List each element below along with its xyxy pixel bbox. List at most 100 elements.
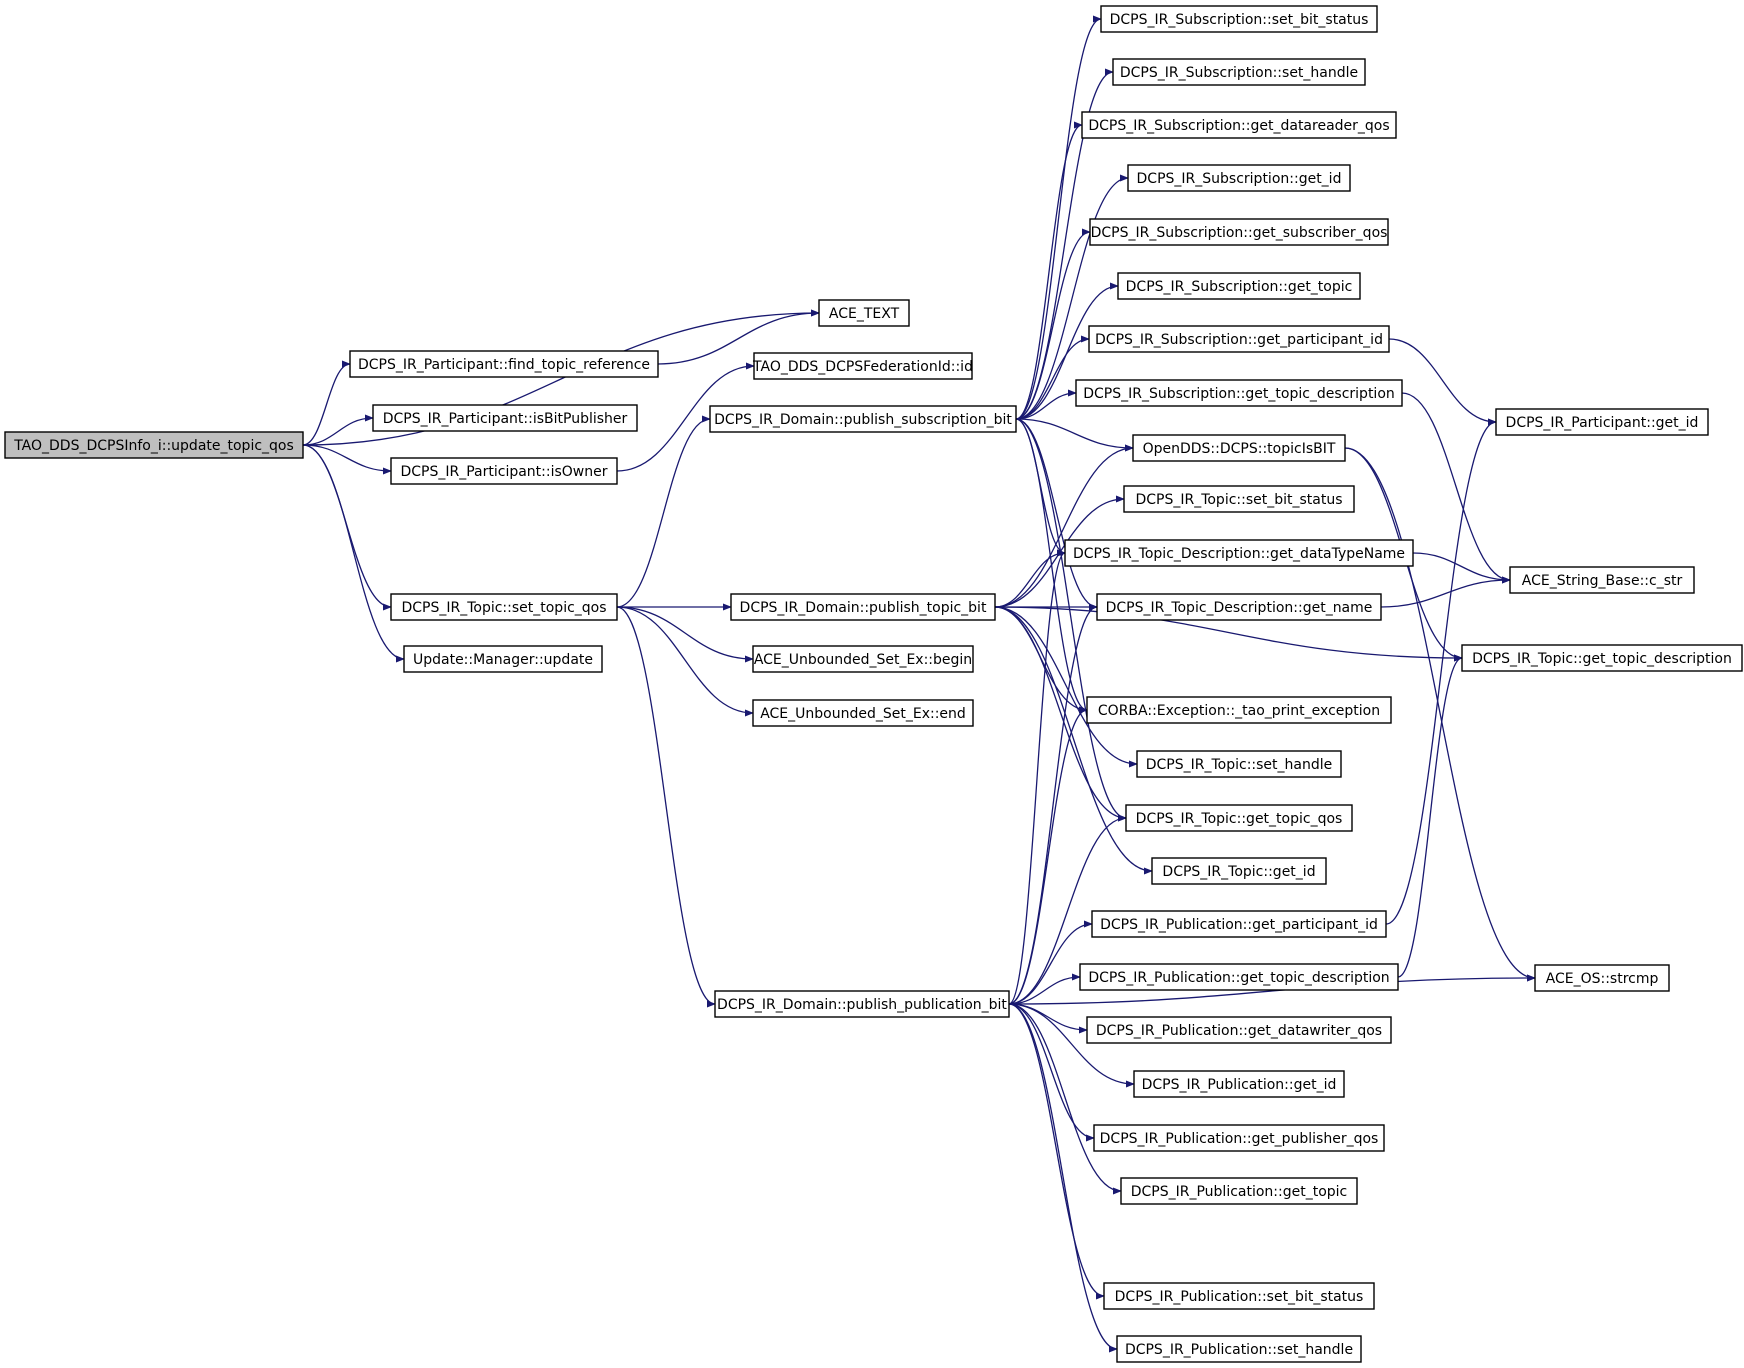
node-n11[interactable]: ACE_Unbounded_Set_Ex::end bbox=[752, 699, 974, 727]
node-n31[interactable]: DCPS_IR_Publication::get_datawriter_qos bbox=[1086, 1016, 1392, 1044]
node-n39[interactable]: DCPS_IR_Topic::get_topic_description bbox=[1461, 644, 1743, 672]
node-box[interactable] bbox=[1064, 539, 1414, 567]
node-n28[interactable]: DCPS_IR_Topic::get_id bbox=[1151, 857, 1327, 885]
node-n21[interactable]: OpenDDS::DCPS::topicIsBIT bbox=[1132, 434, 1346, 462]
node-n33[interactable]: DCPS_IR_Publication::get_publisher_qos bbox=[1093, 1124, 1385, 1152]
node-box[interactable] bbox=[1495, 408, 1709, 436]
node-n30[interactable]: DCPS_IR_Publication::get_topic_descripti… bbox=[1079, 963, 1399, 991]
node-box[interactable] bbox=[390, 457, 618, 485]
node-n5[interactable]: DCPS_IR_Topic::set_topic_qos bbox=[390, 593, 618, 621]
edge-n12-to-n35 bbox=[1008, 1003, 1105, 1300]
node-label: ACE_TEXT bbox=[829, 306, 900, 322]
node-n29[interactable]: DCPS_IR_Publication::get_participant_id bbox=[1091, 910, 1387, 938]
node-box[interactable] bbox=[372, 404, 638, 432]
node-n35[interactable]: DCPS_IR_Publication::set_bit_status bbox=[1103, 1282, 1375, 1310]
node-n40[interactable]: ACE_OS::strcmp bbox=[1534, 964, 1670, 992]
node-label: DCPS_IR_Topic::get_topic_qos bbox=[1136, 811, 1343, 827]
node-n9[interactable]: DCPS_IR_Domain::publish_topic_bit bbox=[730, 593, 996, 621]
node-n12[interactable]: DCPS_IR_Domain::publish_publication_bit bbox=[714, 990, 1010, 1018]
node-n1[interactable]: ACE_TEXT bbox=[818, 299, 910, 327]
node-box[interactable] bbox=[1086, 1016, 1392, 1044]
node-box[interactable] bbox=[714, 990, 1010, 1018]
node-label: DCPS_IR_Topic::get_id bbox=[1162, 864, 1315, 880]
node-box[interactable] bbox=[1123, 485, 1355, 513]
node-n7[interactable]: TAO_DDS_DCPSFederationId::id bbox=[752, 352, 973, 380]
node-n38[interactable]: ACE_String_Base::c_str bbox=[1509, 566, 1695, 594]
node-box[interactable] bbox=[1127, 164, 1351, 192]
node-n36[interactable]: DCPS_IR_Publication::set_handle bbox=[1116, 1335, 1362, 1363]
node-box[interactable] bbox=[730, 593, 996, 621]
node-box[interactable] bbox=[1117, 272, 1361, 300]
node-label: DCPS_IR_Publication::set_handle bbox=[1125, 1342, 1353, 1358]
root-node-box[interactable] bbox=[4, 431, 304, 459]
node-box[interactable] bbox=[390, 593, 618, 621]
node-box[interactable] bbox=[1100, 5, 1378, 33]
node-box[interactable] bbox=[1096, 593, 1382, 621]
node-label: DCPS_IR_Topic::get_topic_description bbox=[1472, 651, 1732, 667]
node-box[interactable] bbox=[1091, 910, 1387, 938]
node-n10[interactable]: ACE_Unbounded_Set_Ex::begin bbox=[752, 645, 974, 673]
node-n14[interactable]: DCPS_IR_Subscription::set_handle bbox=[1112, 58, 1366, 86]
node-label: DCPS_IR_Publication::get_datawriter_qos bbox=[1096, 1023, 1382, 1039]
node-box[interactable] bbox=[1509, 566, 1695, 594]
edge-n0-to-n2 bbox=[302, 360, 351, 446]
node-box[interactable] bbox=[1093, 1124, 1385, 1152]
node-box[interactable] bbox=[818, 299, 910, 327]
node-box[interactable] bbox=[1132, 434, 1346, 462]
node-label: Update::Manager::update bbox=[413, 652, 593, 668]
node-box[interactable] bbox=[1136, 750, 1342, 778]
node-box[interactable] bbox=[1116, 1335, 1362, 1363]
node-n23[interactable]: DCPS_IR_Topic_Description::get_dataTypeN… bbox=[1064, 539, 1414, 567]
node-n19[interactable]: DCPS_IR_Subscription::get_participant_id bbox=[1088, 325, 1390, 353]
node-box[interactable] bbox=[1112, 58, 1366, 86]
node-box[interactable] bbox=[753, 352, 973, 380]
node-label: DCPS_IR_Publication::get_topic bbox=[1131, 1184, 1348, 1200]
edge-n5-to-n10 bbox=[616, 606, 754, 663]
node-n4[interactable]: DCPS_IR_Participant::isOwner bbox=[390, 457, 618, 485]
node-box[interactable] bbox=[1089, 218, 1389, 246]
node-n8[interactable]: DCPS_IR_Domain::publish_subscription_bit bbox=[709, 405, 1017, 433]
edge-n9-to-n39 bbox=[994, 606, 1463, 662]
node-box[interactable] bbox=[752, 645, 974, 673]
node-n25[interactable]: CORBA::Exception::_tao_print_exception bbox=[1086, 696, 1392, 724]
node-box[interactable] bbox=[403, 645, 603, 673]
node-n6[interactable]: Update::Manager::update bbox=[403, 645, 603, 673]
node-label: DCPS_IR_Subscription::get_subscriber_qos bbox=[1091, 225, 1388, 241]
node-n27[interactable]: DCPS_IR_Topic::get_topic_qos bbox=[1125, 804, 1353, 832]
node-n20[interactable]: DCPS_IR_Subscription::get_topic_descript… bbox=[1075, 379, 1403, 407]
node-box[interactable] bbox=[1103, 1282, 1375, 1310]
node-box[interactable] bbox=[1534, 964, 1670, 992]
node-n2[interactable]: DCPS_IR_Participant::find_topic_referenc… bbox=[349, 350, 659, 378]
node-n26[interactable]: DCPS_IR_Topic::set_handle bbox=[1136, 750, 1342, 778]
node-n32[interactable]: DCPS_IR_Publication::get_id bbox=[1133, 1070, 1345, 1098]
node-box[interactable] bbox=[1088, 325, 1390, 353]
node-n0[interactable]: TAO_DDS_DCPSInfo_i::update_topic_qos bbox=[4, 431, 304, 459]
node-box[interactable] bbox=[1120, 1177, 1358, 1205]
node-n34[interactable]: DCPS_IR_Publication::get_topic bbox=[1120, 1177, 1358, 1205]
node-n17[interactable]: DCPS_IR_Subscription::get_subscriber_qos bbox=[1089, 218, 1389, 246]
node-n37[interactable]: DCPS_IR_Participant::get_id bbox=[1495, 408, 1709, 436]
node-box[interactable] bbox=[349, 350, 659, 378]
node-box[interactable] bbox=[1075, 379, 1403, 407]
edge-n0-to-n4 bbox=[302, 444, 392, 475]
node-n22[interactable]: DCPS_IR_Topic::set_bit_status bbox=[1123, 485, 1355, 513]
node-n24[interactable]: DCPS_IR_Topic_Description::get_name bbox=[1096, 593, 1382, 621]
node-box[interactable] bbox=[1151, 857, 1327, 885]
node-box[interactable] bbox=[1079, 963, 1399, 991]
node-box[interactable] bbox=[709, 405, 1017, 433]
node-n15[interactable]: DCPS_IR_Subscription::get_datareader_qos bbox=[1081, 111, 1397, 139]
node-n13[interactable]: DCPS_IR_Subscription::set_bit_status bbox=[1100, 5, 1378, 33]
node-box[interactable] bbox=[1133, 1070, 1345, 1098]
edge-n9-to-n21 bbox=[994, 444, 1134, 608]
node-box[interactable] bbox=[1125, 804, 1353, 832]
node-n18[interactable]: DCPS_IR_Subscription::get_topic bbox=[1117, 272, 1361, 300]
node-n16[interactable]: DCPS_IR_Subscription::get_id bbox=[1127, 164, 1351, 192]
node-n3[interactable]: DCPS_IR_Participant::isBitPublisher bbox=[372, 404, 638, 432]
edge-n4-to-n7 bbox=[616, 362, 755, 472]
node-box[interactable] bbox=[1461, 644, 1743, 672]
node-box[interactable] bbox=[1086, 696, 1392, 724]
node-box[interactable] bbox=[1081, 111, 1397, 139]
edge-n12-to-n30 bbox=[1008, 973, 1081, 1005]
node-box[interactable] bbox=[752, 699, 974, 727]
